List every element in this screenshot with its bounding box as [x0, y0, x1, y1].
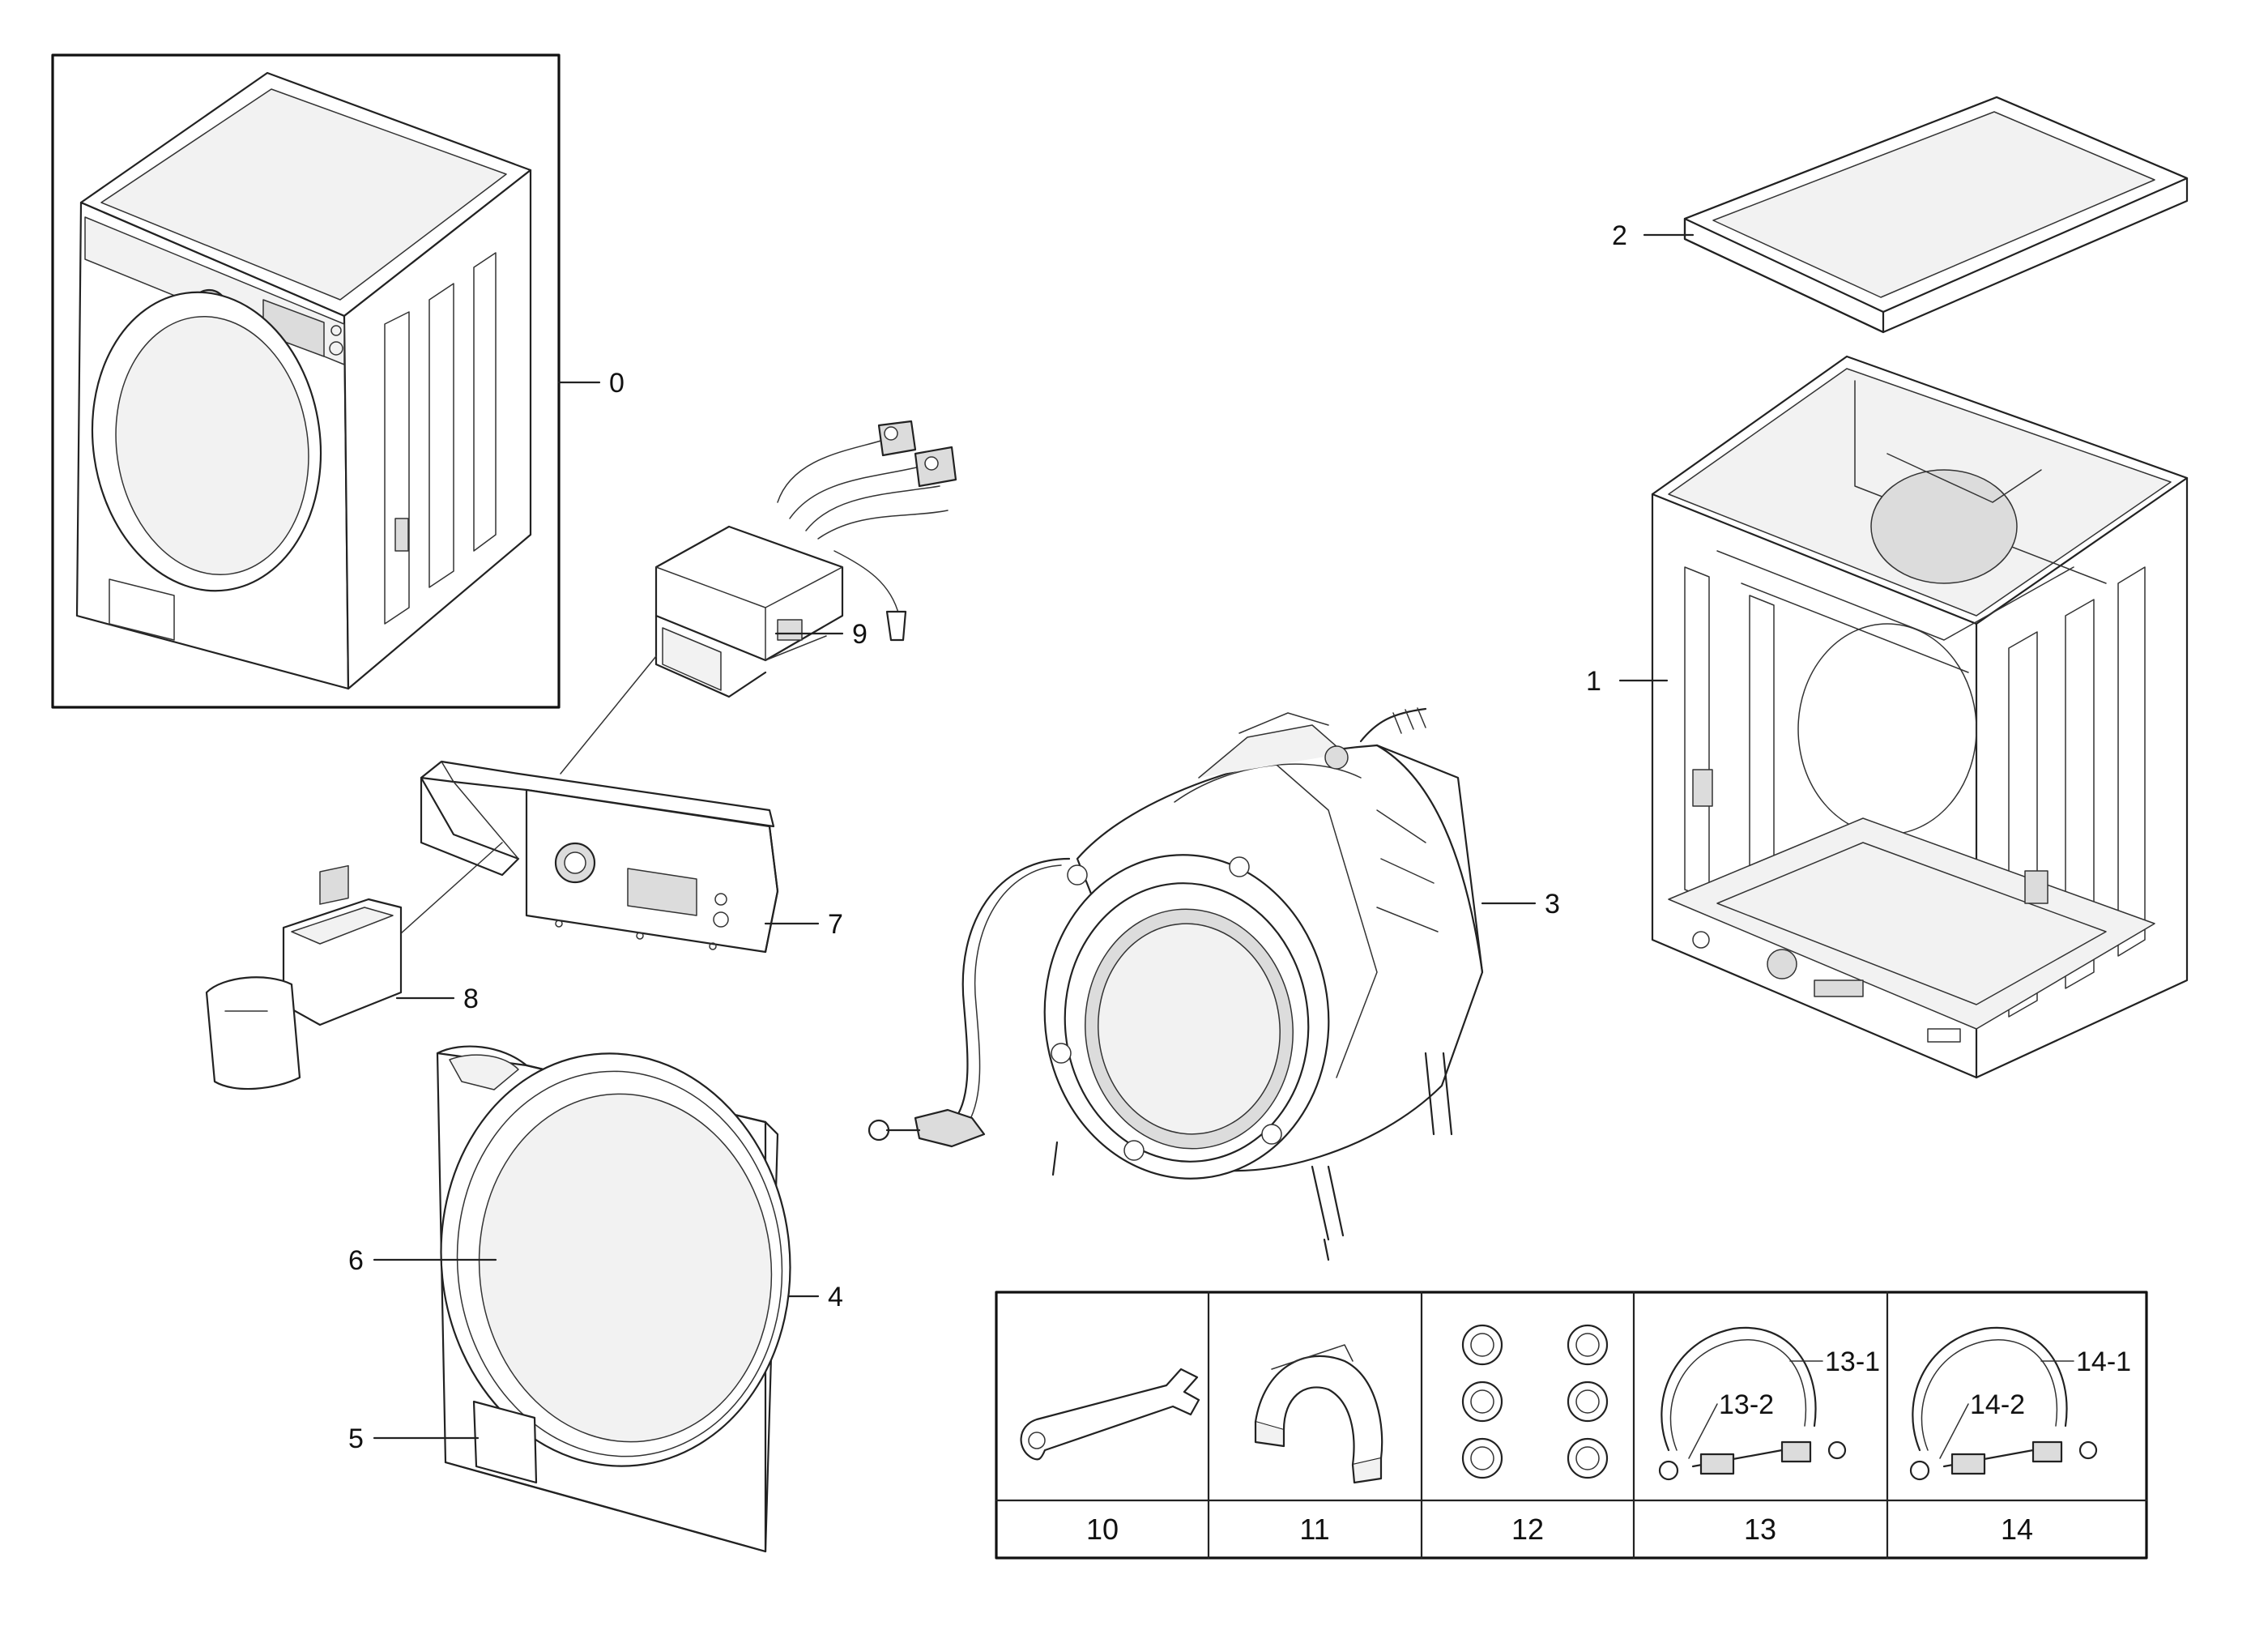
accessory-label-11: 11 [1299, 1513, 1329, 1546]
callout-1: 1 [1586, 666, 1601, 697]
accessory-hose-guide [1254, 1344, 1383, 1484]
accessory-label-14: 14 [2001, 1513, 2033, 1546]
part-0-frame [51, 53, 561, 709]
callout-14-1: 14-1 [2076, 1346, 2131, 1377]
accessory-label-10: 10 [1086, 1513, 1119, 1546]
accessory-inlet-hose-14: 14-1 14-2 [1909, 1326, 2131, 1481]
callout-13-1: 13-1 [1825, 1346, 1880, 1377]
accessory-inlet-hose-13: 13-1 13-2 [1658, 1326, 1880, 1481]
callout-13-2: 13-2 [1719, 1389, 1774, 1420]
accessories-table: 13-1 13-2 14-1 14-2 10 11 12 13 14 [995, 1291, 2148, 1560]
callout-5: 5 [348, 1423, 364, 1454]
callout-2: 2 [1612, 220, 1627, 251]
part-8-detergent-drawer: 8 [205, 864, 479, 1090]
part-1-cabinet: 1 [1586, 355, 2189, 1079]
part-6-door: 6 [348, 1052, 791, 1467]
callout-9: 9 [852, 619, 868, 650]
part-2-top-plate: 2 [1612, 96, 2189, 334]
callout-8: 8 [463, 984, 479, 1014]
callout-0: 0 [609, 368, 625, 399]
accessory-label-12: 12 [1511, 1513, 1544, 1546]
callout-6: 6 [348, 1245, 364, 1276]
part-7-control-panel: 7 [384, 760, 843, 954]
callout-3: 3 [1545, 889, 1560, 920]
accessory-caps [1461, 1324, 1609, 1479]
callout-14-2: 14-2 [1970, 1389, 2025, 1420]
accessory-label-13: 13 [1744, 1513, 1776, 1546]
accessory-wrench [1020, 1368, 1200, 1461]
part-9-detergent-housing: 9 [560, 420, 957, 775]
part-0-complete-washer: 0 [51, 53, 625, 709]
part-5-filter-cover: 5 [348, 1400, 538, 1484]
part-3-tub-assembly: 3 [868, 707, 1560, 1261]
callout-7: 7 [828, 909, 843, 940]
callout-4: 4 [828, 1282, 843, 1312]
